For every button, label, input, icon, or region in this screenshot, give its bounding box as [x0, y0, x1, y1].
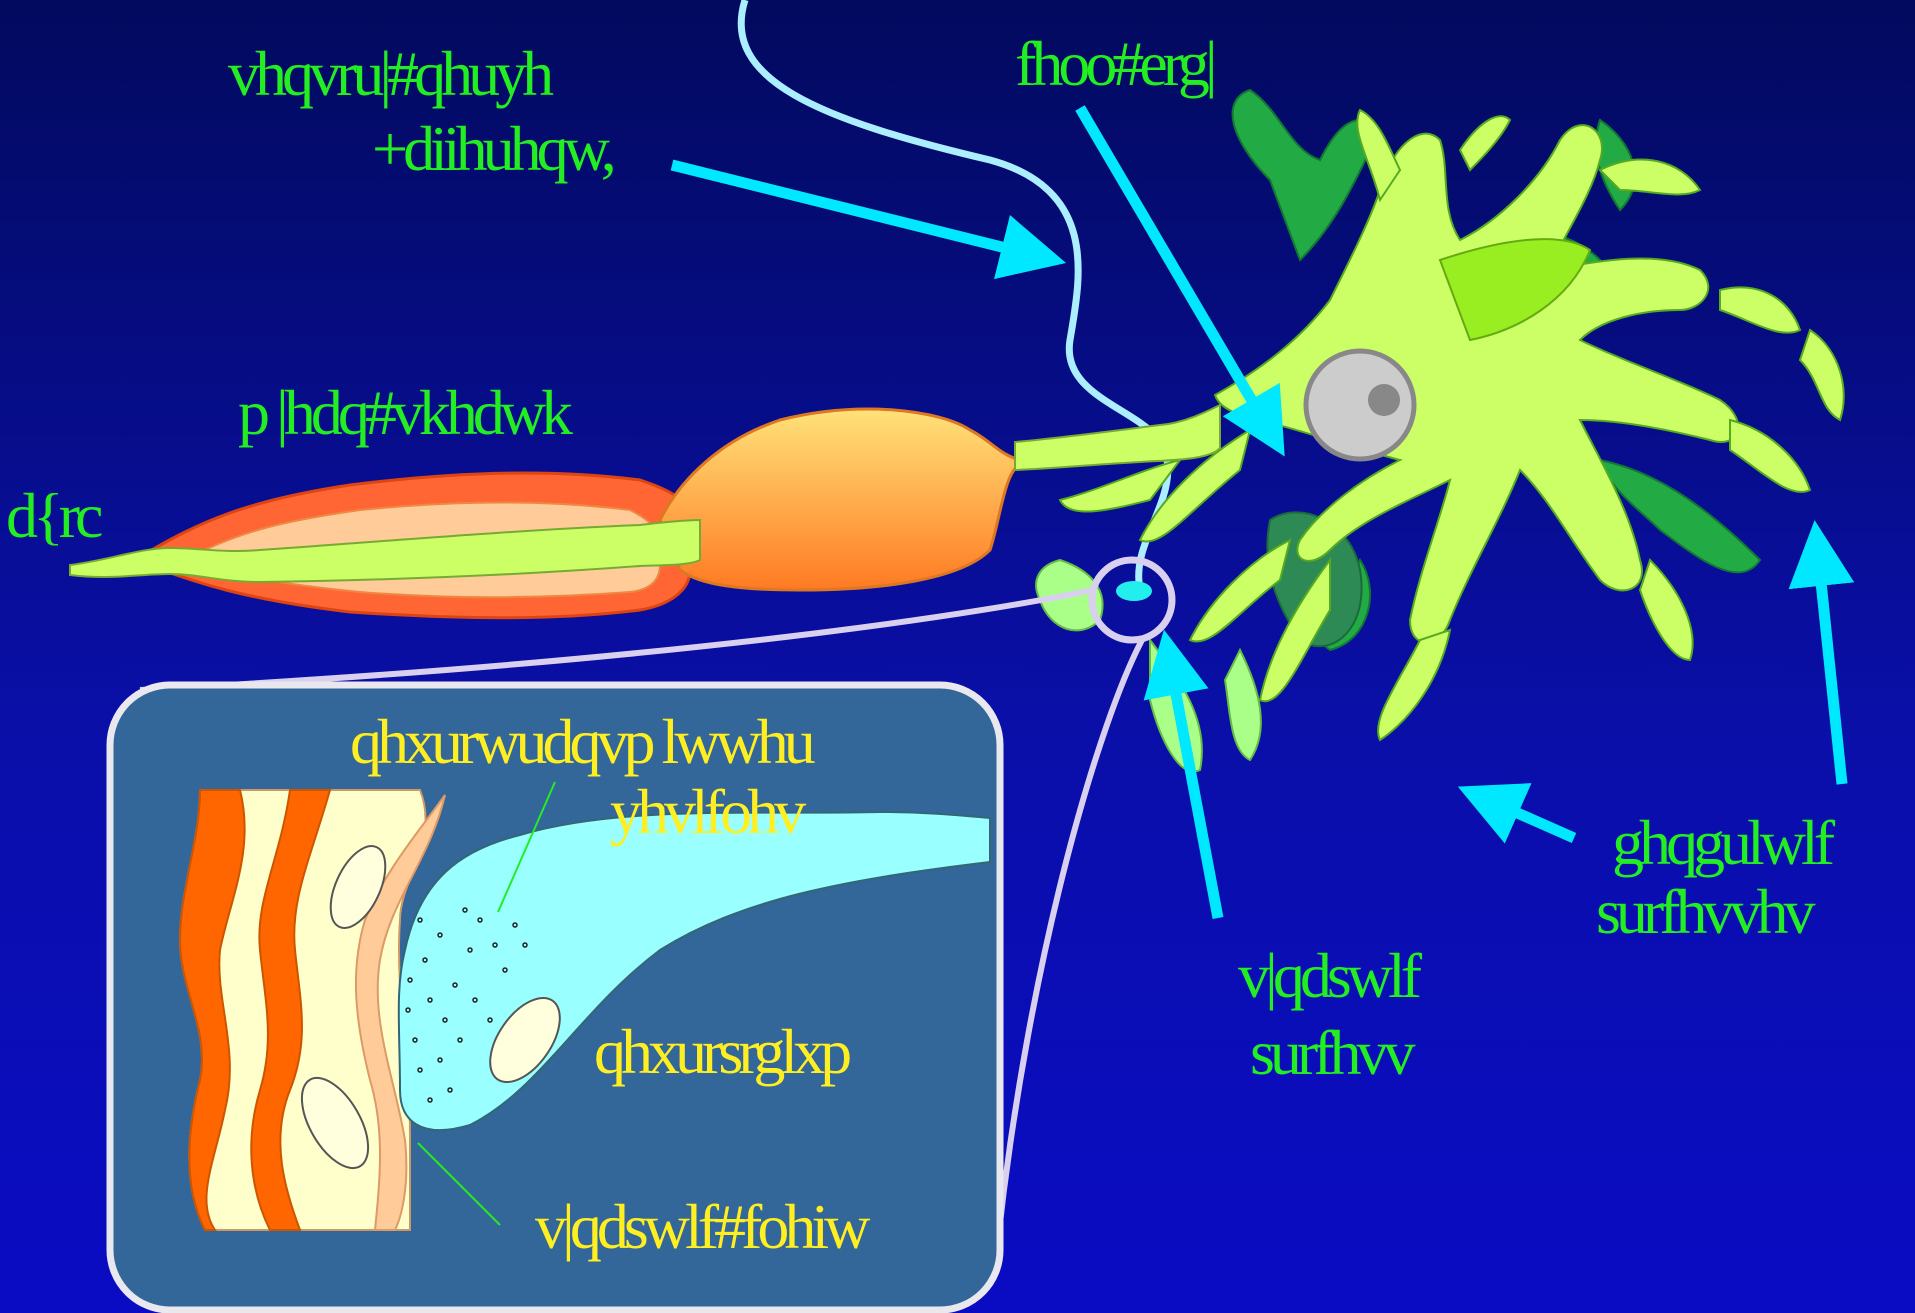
- label-synaptic-1: v|qdswlf: [1238, 940, 1423, 1011]
- arrow-dendritic-2: [1818, 553, 1842, 784]
- arrow-synaptic: [1170, 662, 1218, 918]
- arrow-sensory: [672, 165, 1034, 255]
- zoom-line-right: [998, 640, 1142, 1240]
- label-neuropodium: qhxursrglxp: [594, 1016, 850, 1087]
- label-synaptic-cleft: v|qdswlf#fohiw: [535, 1191, 870, 1262]
- label-afferent: +diihuhqw,: [372, 113, 613, 184]
- label-myelin-sheath: p |hdq#vkhdwk: [238, 377, 573, 448]
- axon-hillock: [1015, 405, 1220, 470]
- label-synaptic-2: surfhvv: [1250, 1017, 1416, 1088]
- synapse-terminal: [1116, 581, 1152, 601]
- nucleolus: [1368, 384, 1400, 416]
- label-neurotransmitter-2: yhvlfohv: [610, 776, 806, 847]
- label-neurotransmitter-1: qhxurwudqvp lwwhu: [350, 706, 815, 777]
- label-sensory-nerve: vhqvru|#qhuyh: [228, 38, 554, 109]
- arrow-dendritic-1: [1488, 800, 1574, 838]
- label-cell-body: fhoo#erg|: [1015, 28, 1213, 99]
- label-dendritic-2: surfhvvhv: [1596, 876, 1816, 947]
- arrow-cell-body: [1080, 108, 1268, 428]
- label-axon: d{rc: [6, 480, 102, 551]
- label-dendritic-1: ghqgulwlf: [1612, 807, 1836, 878]
